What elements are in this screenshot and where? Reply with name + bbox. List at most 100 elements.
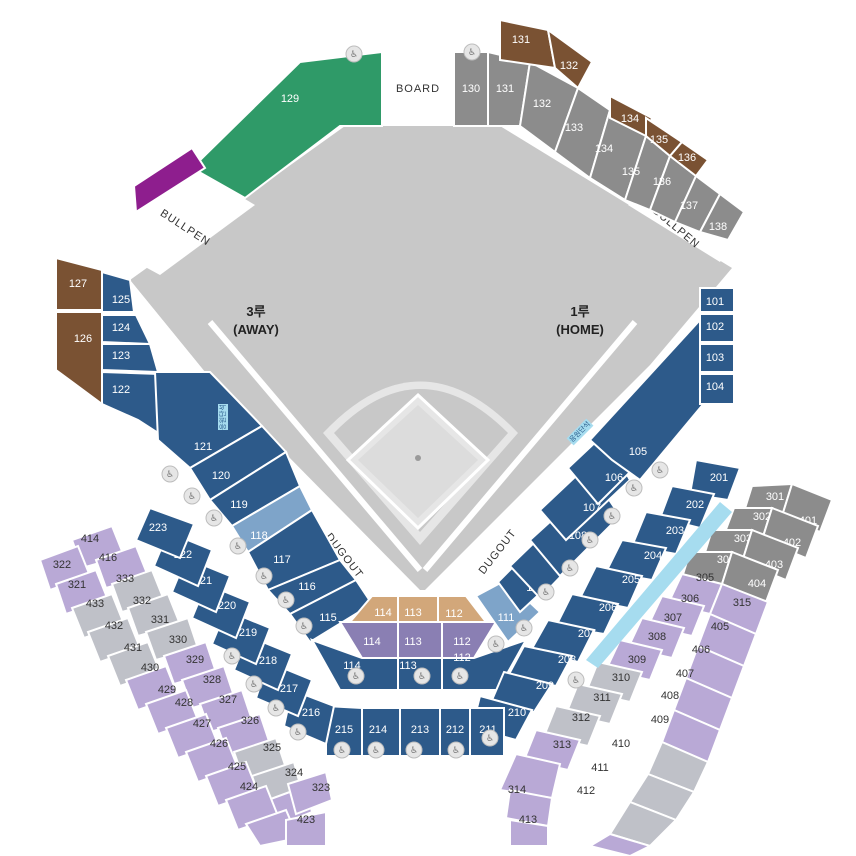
section-label-408: 408 [661, 690, 679, 702]
svg-text:♿: ♿ [300, 622, 308, 632]
wheelchair-icon: ♿ [161, 465, 179, 483]
section-127-brown[interactable] [55, 256, 103, 311]
svg-text:♿: ♿ [282, 596, 290, 606]
section-204-navy[interactable] [604, 538, 668, 582]
section-label-128: 128 [139, 148, 157, 160]
svg-text:♿: ♿ [250, 680, 258, 690]
wheelchair-icon: ♿ [205, 509, 223, 527]
wheelchair-icon: ♿ [345, 45, 363, 63]
wheelchair-icon: ♿ [223, 647, 241, 665]
cheer-zone-right-tag [566, 418, 594, 446]
wheelchair-icon: ♿ [581, 531, 599, 549]
section-323-lavender[interactable] [286, 770, 334, 816]
third-base-label: 3루 [246, 304, 265, 319]
section-412-lavender[interactable] [587, 832, 653, 856]
wheelchair-icon: ♿ [295, 617, 313, 635]
svg-text:♿: ♿ [350, 50, 358, 60]
svg-text:♿: ♿ [188, 492, 196, 502]
foul-line-first [422, 320, 638, 572]
cheer-zone-left: 응원단석 [218, 404, 228, 430]
wheelchair-icon: ♿ [347, 667, 365, 685]
section-138-gray_dark[interactable] [698, 192, 746, 242]
svg-text:♿: ♿ [566, 564, 574, 574]
section-105-navy[interactable] [588, 318, 722, 482]
wheelchair-icon: ♿ [451, 667, 469, 685]
wheelchair-icon: ♿ [183, 487, 201, 505]
section-125-navy[interactable] [101, 270, 136, 313]
scoreboard [382, 52, 454, 126]
section-413-lavender[interactable] [509, 818, 549, 847]
svg-text:♿: ♿ [542, 588, 550, 598]
svg-text:♿: ♿ [520, 624, 528, 634]
wheelchair-icon: ♿ [447, 741, 465, 759]
wheelchair-markers: ♿♿♿♿♿♿♿♿♿♿♿♿♿♿♿♿♿♿♿♿♿♿♿♿♿♿♿♿♿♿ [161, 43, 669, 759]
section-205-navy[interactable] [578, 564, 644, 610]
pitchers-mound [415, 455, 421, 461]
section-label-409: 409 [651, 714, 669, 726]
svg-text:♿: ♿ [492, 640, 500, 650]
walkway-strip-right [586, 502, 732, 668]
section-423-lavender[interactable] [285, 810, 327, 847]
section-label-410: 410 [612, 738, 630, 750]
wheelchair-icon: ♿ [481, 729, 499, 747]
wheelchair-icon: ♿ [537, 583, 555, 601]
section-label-412: 412 [577, 785, 595, 797]
wheelchair-icon: ♿ [289, 723, 307, 741]
section-113-tan[interactable] [397, 595, 439, 623]
wheelchair-icon: ♿ [405, 741, 423, 759]
section-201-navy[interactable] [688, 458, 742, 502]
svg-text:♿: ♿ [352, 672, 360, 682]
wheelchair-icon: ♿ [603, 507, 621, 525]
wheelchair-icon: ♿ [333, 741, 351, 759]
svg-text:♿: ♿ [630, 484, 638, 494]
svg-text:♿: ♿ [372, 746, 380, 756]
bullpen-left-area [136, 178, 255, 275]
section-113-purple_mid[interactable] [397, 621, 443, 659]
section-label-411: 411 [591, 762, 609, 774]
section-126-brown[interactable] [55, 311, 103, 406]
first-base-label: 1루 [570, 304, 589, 319]
section-130-gray_dark[interactable] [453, 51, 489, 127]
foul-line-third [207, 320, 423, 572]
svg-text:♿: ♿ [210, 514, 218, 524]
wheelchair-icon: ♿ [229, 537, 247, 555]
section-131-brown[interactable] [499, 18, 557, 70]
section-128-magenta[interactable] [132, 146, 207, 214]
bullpen-left: BULLPEN [136, 178, 255, 275]
first-base-team-label: (HOME) [556, 322, 604, 337]
section-209-navy[interactable] [490, 670, 554, 714]
section-223-navy[interactable] [134, 506, 196, 560]
svg-text:♿: ♿ [586, 536, 594, 546]
svg-text:♿: ♿ [486, 734, 494, 744]
svg-text:♿: ♿ [456, 672, 464, 682]
wheelchair-icon: ♿ [255, 567, 273, 585]
svg-text:♿: ♿ [572, 676, 580, 686]
svg-text:♿: ♿ [272, 704, 280, 714]
wheelchair-icon: ♿ [487, 635, 505, 653]
wheelchair-icon: ♿ [567, 671, 585, 689]
svg-text:♿: ♿ [166, 470, 174, 480]
svg-text:♿: ♿ [656, 466, 664, 476]
field-surface [130, 126, 732, 590]
wheelchair-icon: ♿ [625, 479, 643, 497]
svg-text:♿: ♿ [338, 746, 346, 756]
wheelchair-icon: ♿ [367, 741, 385, 759]
section-206-navy[interactable] [554, 592, 620, 636]
third-base-team-label: (AWAY) [233, 322, 279, 337]
section-124-navy[interactable] [101, 314, 152, 346]
section-132-brown[interactable] [546, 27, 594, 90]
infield-inner-diamond [358, 405, 478, 518]
section-103-navy[interactable] [699, 343, 735, 373]
wheelchair-icon: ♿ [245, 675, 263, 693]
section-102-navy[interactable] [699, 313, 735, 343]
section-136-brown[interactable] [668, 140, 710, 178]
section-104-navy[interactable] [699, 373, 735, 405]
wheelchair-icon: ♿ [277, 591, 295, 609]
cheer-zone-left-tag [218, 404, 228, 430]
board-label: BOARD [396, 83, 440, 95]
section-123-navy[interactable] [101, 343, 160, 374]
field-white-wedge-left [130, 280, 205, 372]
section-101-navy[interactable] [699, 287, 735, 313]
svg-text:♿: ♿ [410, 746, 418, 756]
